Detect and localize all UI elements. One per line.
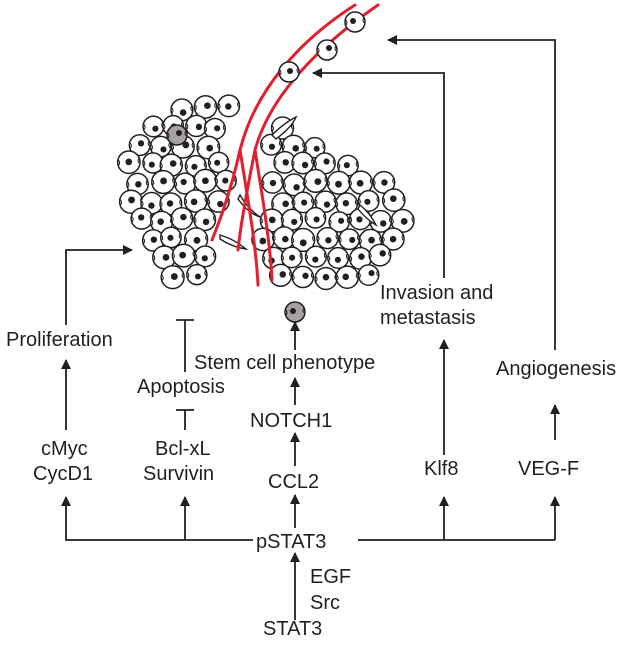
blood-vessel: [210, 3, 380, 287]
tumor-cell: [159, 226, 182, 249]
tumor-cell: [326, 170, 351, 195]
tumor-cell: [149, 135, 172, 158]
circulating-tumor-cell: [278, 61, 300, 83]
label-klf8: Klf8: [424, 458, 459, 480]
pathway-lines: [61, 35, 560, 620]
label-stem-cell-phenotype: Stem cell phenotype: [194, 352, 376, 374]
label-stat3: STAT3: [263, 618, 323, 640]
tumor-cell: [183, 227, 209, 252]
tumor-cell: [338, 228, 361, 251]
label-survivin: Survivin: [143, 463, 215, 485]
label-egf: EGF: [310, 566, 352, 588]
tumor-cell: [337, 154, 359, 177]
arrow-angiogenesis-to-vessel: [387, 35, 556, 350]
label-cycd1: CycD1: [33, 463, 94, 485]
tumor-cell: [217, 94, 241, 118]
vessel-wall-right-a: [253, 148, 274, 282]
tumor-cell: [193, 208, 217, 232]
label-angiogenesis: Angiogenesis: [496, 358, 617, 380]
tumor-cell: [194, 245, 217, 268]
arrow-pstat3-to-cmyc: [61, 496, 253, 541]
label-ccl2: CCL2: [268, 471, 320, 493]
tumor-cell: [304, 136, 326, 159]
tumor-cell: [328, 211, 350, 233]
tumor-cell: [160, 264, 185, 290]
tumor-cell: [142, 115, 165, 138]
vessel-wall-left-a: [210, 3, 357, 242]
tumor-cell: [291, 265, 315, 289]
arrow-proliferation-to-tumor: [65, 245, 133, 325]
label-src: Src: [310, 592, 340, 614]
tumor-cell: [314, 266, 338, 291]
tumor-cell: [171, 243, 196, 268]
label-pstat3: pSTAT3: [256, 531, 327, 553]
label-invasion-line1: Invasion and: [380, 282, 494, 304]
tumor-cell: [303, 168, 328, 193]
label-cmyc: cMyc: [41, 438, 88, 460]
tumor-cell: [193, 168, 218, 193]
tumor-cell: [170, 98, 194, 122]
tumor-cell: [151, 169, 176, 195]
tumor-cell: [183, 189, 208, 213]
tumor-cell: [381, 227, 405, 251]
tumor-cell: [126, 172, 149, 196]
tumor-cell: [381, 188, 406, 213]
tumor-cell: [170, 207, 194, 230]
tumor-cell: [185, 114, 208, 138]
tumor-cell: [280, 246, 303, 269]
tumor-cell: [390, 208, 415, 233]
tumor-cell: [290, 227, 316, 253]
tumor-cell: [327, 246, 350, 270]
stem-cell: [166, 124, 188, 146]
vessel-wall-left-b: [236, 3, 380, 252]
circulating-tumor-cell: [344, 11, 366, 33]
tumor-cell: [130, 207, 153, 230]
tumor-cell: [159, 192, 183, 216]
tumor-cell: [268, 263, 293, 288]
tumor-cell: [335, 265, 360, 290]
label-invasion-line2: metastasis: [380, 307, 476, 329]
tumor-cell: [348, 170, 374, 195]
tumor-cell: [304, 206, 327, 229]
tumor-cell: [335, 192, 359, 216]
circulating-tumor-cell: [316, 39, 338, 61]
tumor-cell: [372, 170, 396, 194]
stem-cell: [284, 301, 306, 323]
label-notch1: NOTCH1: [250, 410, 333, 432]
tumor-cell-cluster: [116, 94, 415, 291]
tumor-cell: [291, 151, 315, 175]
tumor-cell: [314, 190, 337, 213]
tumor-cell: [357, 264, 380, 286]
arrow-invasion-to-vessel: [312, 68, 445, 278]
tumor-cell: [193, 95, 218, 119]
tumor-cell: [304, 245, 328, 268]
tumor-cell: [186, 263, 208, 286]
tumor-cell: [207, 151, 230, 174]
label-vegf: VEG-F: [518, 458, 580, 480]
tumor-cell: [357, 189, 380, 212]
tumor-cell: [358, 228, 383, 253]
tumor-cell: [116, 150, 141, 175]
label-bclxl: Bcl-xL: [155, 438, 211, 460]
label-apoptosis: Apoptosis: [137, 376, 225, 398]
circulating-cells: [278, 11, 366, 83]
label-proliferation: Proliferation: [6, 329, 113, 351]
stem-cells: [166, 124, 306, 323]
tumor-cell: [316, 226, 339, 250]
tumor-cell: [368, 243, 392, 267]
tumor-cell: [261, 171, 284, 194]
vessel-wall-right-b: [238, 148, 260, 287]
tumor-cell: [292, 191, 315, 214]
